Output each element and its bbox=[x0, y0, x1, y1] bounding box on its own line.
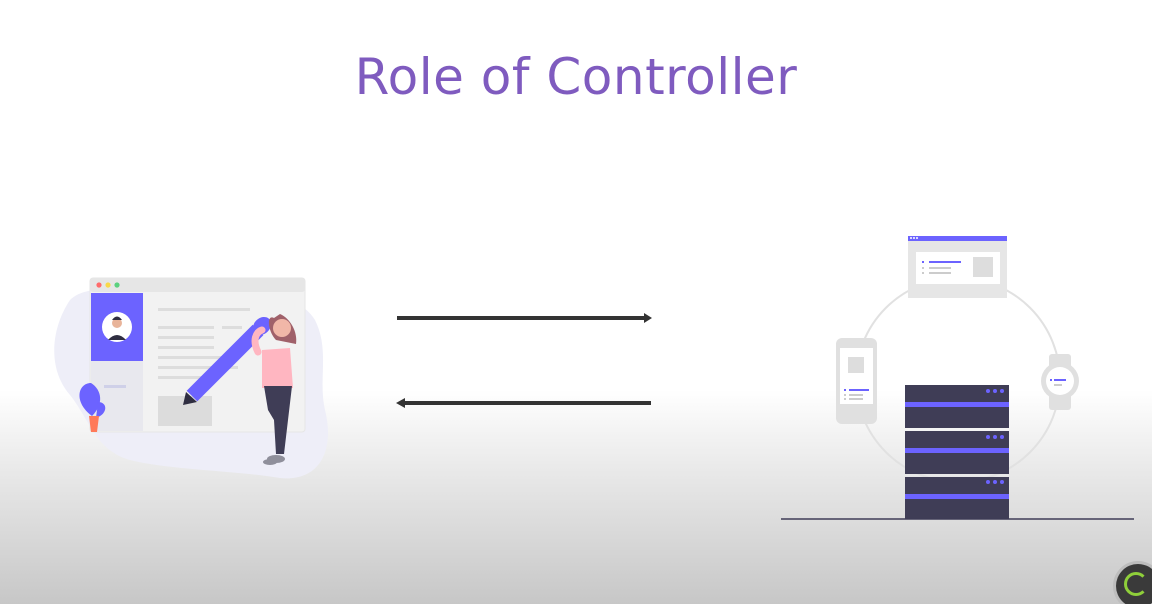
server-rack bbox=[905, 385, 1009, 519]
response-arrow bbox=[396, 398, 651, 408]
smartwatch-device bbox=[1041, 354, 1079, 410]
designer-person bbox=[251, 314, 297, 465]
web-designer-illustration bbox=[54, 277, 328, 479]
channel-logo-icon bbox=[1116, 564, 1152, 604]
plant-icon bbox=[79, 383, 106, 432]
text-line bbox=[158, 308, 250, 311]
server-devices-illustration bbox=[781, 236, 1134, 520]
request-arrow bbox=[397, 313, 652, 323]
maximize-dot-icon bbox=[114, 282, 120, 288]
close-dot-icon bbox=[96, 282, 102, 288]
slide-title: Role of Controller bbox=[354, 48, 798, 106]
browser-titlebar bbox=[90, 278, 305, 292]
minimize-dot-icon bbox=[105, 282, 111, 288]
